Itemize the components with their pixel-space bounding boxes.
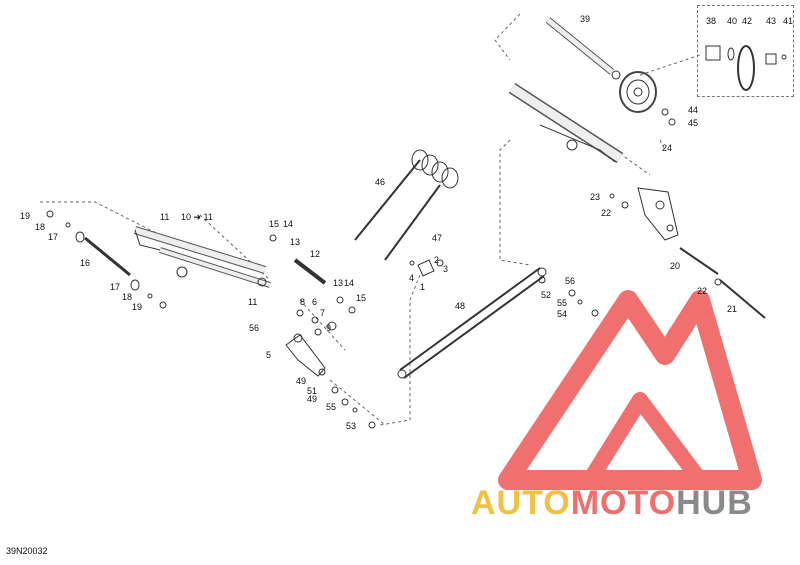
callout-label: 47 bbox=[432, 233, 443, 243]
callout-label: 55 bbox=[557, 298, 568, 308]
callout-label: 6 bbox=[312, 297, 318, 307]
callout-label: 13 bbox=[333, 278, 344, 288]
callout-label: 52 bbox=[541, 290, 552, 300]
callout-label: 40 bbox=[727, 16, 738, 26]
callout-label: 56 bbox=[565, 276, 576, 286]
callout-label: 5 bbox=[266, 350, 272, 360]
torsion-spring bbox=[354, 149, 459, 261]
callout-label: 15 bbox=[356, 293, 367, 303]
watermark-text: AUTOMOTOHUB bbox=[471, 485, 753, 521]
callout-label: 24 bbox=[662, 143, 673, 153]
right-bracket bbox=[637, 187, 679, 241]
callout-label: 18 bbox=[35, 222, 46, 232]
callout-label: 38 bbox=[706, 16, 717, 26]
callout-label: 16 bbox=[80, 258, 91, 268]
callout-label: 23 bbox=[590, 192, 601, 202]
callout-label: 39 bbox=[580, 14, 591, 24]
callout-label: 19 bbox=[20, 211, 31, 221]
callout-label: 19 bbox=[132, 302, 143, 312]
callout-label: 7 bbox=[320, 308, 326, 318]
callout-label: 51 bbox=[307, 386, 318, 396]
callout-label: 55 bbox=[326, 402, 337, 412]
callout-label: 53 bbox=[346, 421, 357, 431]
watermark-text-hub: HUB bbox=[676, 484, 753, 522]
callout-label: 3 bbox=[443, 264, 449, 274]
watermark-logo bbox=[498, 290, 762, 490]
lower-bracket bbox=[285, 333, 326, 377]
callout-label: 12 bbox=[310, 249, 321, 259]
long-bar bbox=[397, 267, 547, 379]
callout-label: 2 bbox=[434, 255, 440, 265]
watermark-text-moto: MOTO bbox=[570, 484, 677, 522]
callout-label: 11 bbox=[160, 212, 170, 222]
axle-shaft bbox=[545, 17, 621, 80]
callout-label: 20 bbox=[670, 261, 681, 271]
document-id: 39N20032 bbox=[6, 546, 48, 556]
callout-label: 4 bbox=[409, 273, 415, 283]
callout-label: 14 bbox=[344, 278, 355, 288]
callout-label: 48 bbox=[455, 301, 466, 311]
callout-label: 45 bbox=[688, 118, 699, 128]
callout-label: 14 bbox=[283, 219, 294, 229]
callout-label: 49 bbox=[307, 394, 318, 404]
callout-label: 56 bbox=[249, 323, 260, 333]
callout-label: 17 bbox=[48, 232, 59, 242]
callout-label: 43 bbox=[766, 16, 777, 26]
callout-label: 1 bbox=[420, 282, 426, 292]
inset-detail-box bbox=[697, 5, 794, 97]
leader-lines bbox=[40, 13, 701, 426]
callout-label: 42 bbox=[742, 16, 753, 26]
callout-label: 18 bbox=[122, 292, 133, 302]
callout-label: 22 bbox=[697, 286, 708, 296]
callout-label: 11 bbox=[248, 297, 258, 307]
callout-label: 21 bbox=[727, 304, 738, 314]
front-arm bbox=[133, 226, 271, 288]
callout-label: 41 bbox=[783, 16, 794, 26]
callout-label: 10 ➜ 11 bbox=[181, 212, 213, 222]
callout-label: 8 bbox=[300, 297, 306, 307]
rear-arm bbox=[508, 82, 624, 164]
callout-label: 46 bbox=[375, 177, 386, 187]
callout-label: 49 bbox=[296, 376, 307, 386]
callout-label: 15 bbox=[269, 219, 280, 229]
watermark-text-auto: AUTO bbox=[471, 484, 571, 522]
callout-label: 13 bbox=[290, 237, 301, 247]
callout-label: 22 bbox=[601, 208, 612, 218]
callout-label: 9 bbox=[326, 323, 332, 333]
callout-label: 54 bbox=[557, 309, 568, 319]
idler-wheel bbox=[619, 71, 657, 113]
inset-parts bbox=[705, 45, 787, 91]
callout-label: 17 bbox=[110, 282, 121, 292]
callout-label: 44 bbox=[688, 105, 699, 115]
